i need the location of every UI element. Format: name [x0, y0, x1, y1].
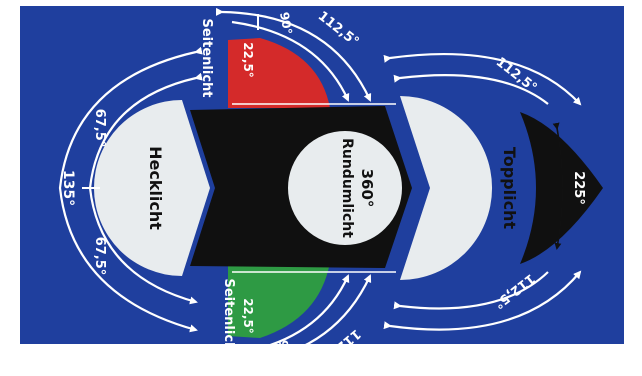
stern-half-angle-bottom: 67,5°: [92, 237, 107, 276]
side-aft-angle-bottom: 22,5°: [241, 298, 255, 334]
stern-total-angle: 135°: [60, 170, 76, 206]
masthead-light-label: Topplicht: [500, 147, 519, 230]
side-light-label-top: Seitenlicht: [199, 18, 214, 97]
stern-light-label: Hecklicht: [146, 146, 165, 230]
allround-label-line1: 360°: [358, 169, 376, 208]
side-light-label-bottom: Seitenlicht: [221, 278, 236, 357]
side-aft-angle-top: 22,5°: [241, 42, 255, 78]
stern-half-angle-top: 67,5°: [92, 109, 107, 148]
masthead-total-angle: 225°: [571, 171, 586, 205]
allround-label-line2: Rundumlicht: [339, 138, 355, 238]
